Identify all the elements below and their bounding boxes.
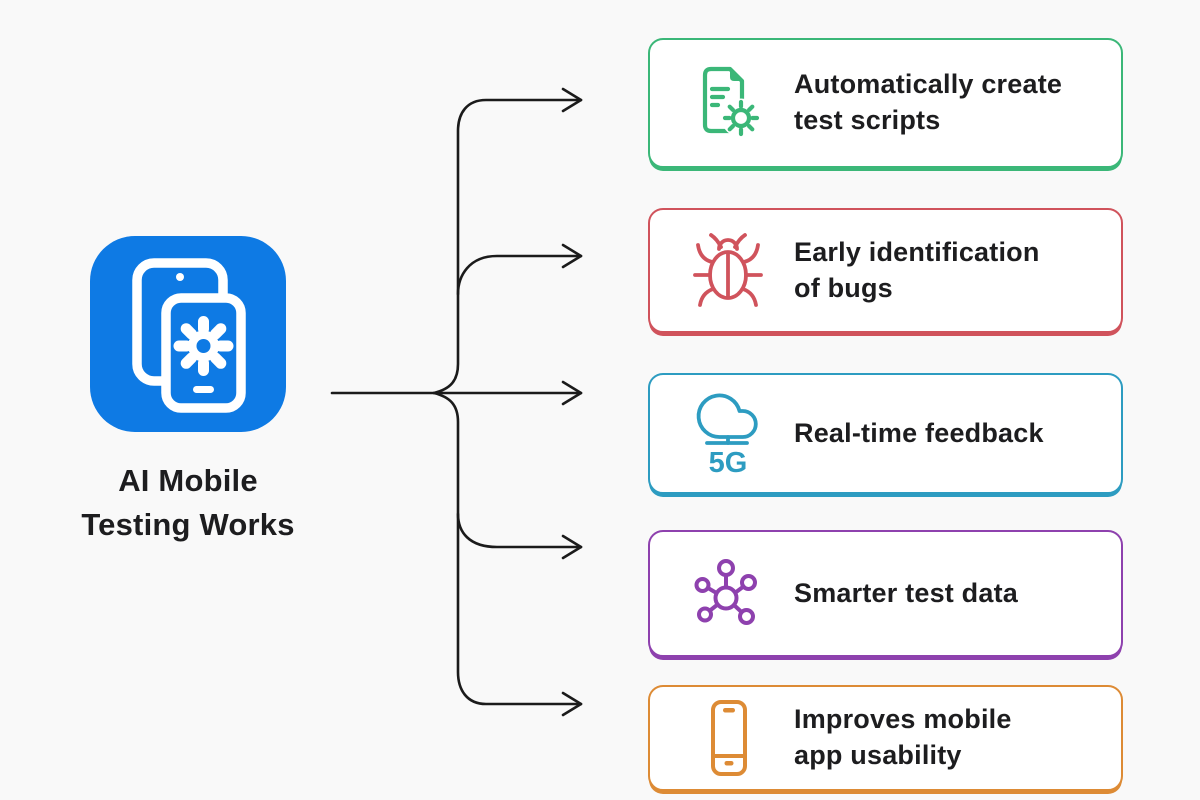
benefit-label: Early identification of bugs bbox=[794, 236, 1040, 303]
benefit-label: Improves mobile app usability bbox=[794, 704, 1012, 770]
network-nodes-icon bbox=[690, 552, 766, 636]
cloud-5g-icon: 5G bbox=[690, 392, 766, 476]
dual-smartphone-gear-icon bbox=[90, 236, 286, 432]
benefit-card-smarter-test-data: Smarter test data bbox=[648, 530, 1123, 657]
benefit-label: Smarter test data bbox=[794, 577, 1018, 608]
connector-arrow-5 bbox=[432, 391, 583, 717]
bug-icon bbox=[690, 229, 766, 313]
benefit-card-realtime-feedback: 5G Real-time feedback bbox=[648, 373, 1123, 494]
benefit-card-bug-identification: Early identification of bugs bbox=[648, 208, 1123, 333]
benefit-label: Automatically create test scripts bbox=[794, 69, 1063, 135]
cloud-5g-label: 5G bbox=[709, 447, 748, 476]
benefit-card-test-scripts: Automatically create test scripts bbox=[648, 38, 1123, 168]
benefit-label: Real-time feedback bbox=[794, 417, 1044, 448]
smartphone-icon bbox=[690, 696, 766, 780]
connector-arrow-2 bbox=[456, 243, 583, 296]
connector-arrow-1 bbox=[432, 87, 583, 395]
benefit-card-app-usability: Improves mobile app usability bbox=[648, 685, 1123, 791]
document-gear-icon bbox=[690, 61, 766, 145]
connector-arrow-4 bbox=[456, 512, 583, 560]
diagram-title: AI Mobile Testing Works bbox=[81, 463, 295, 543]
